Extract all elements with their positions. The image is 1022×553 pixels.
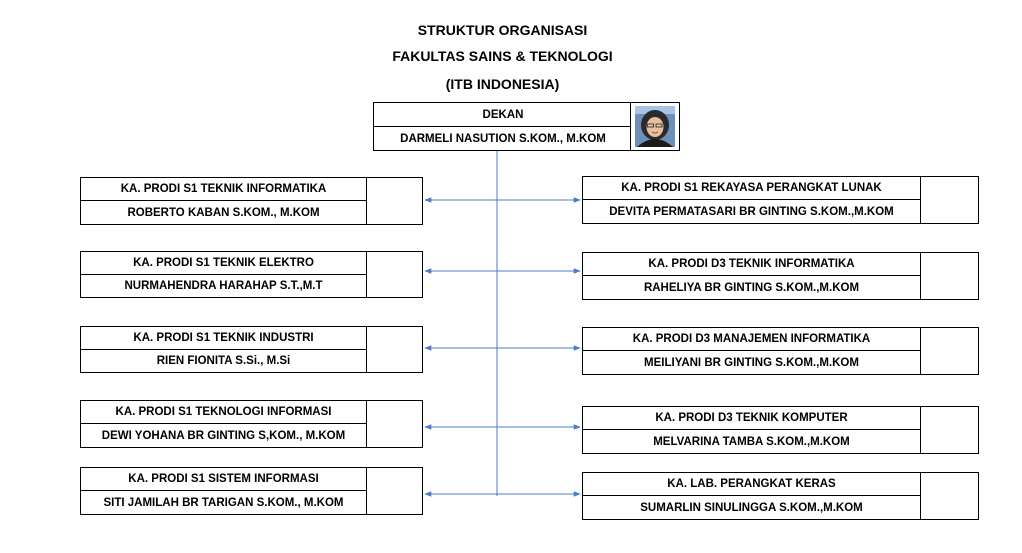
left-unit-box: KA. PRODI S1 TEKNOLOGI INFORMASI DEWI YOH… xyxy=(80,400,423,448)
unit-role: KA. PRODI S1 TEKNIK ELEKTRO xyxy=(81,252,366,275)
unit-role: KA. LAB. PERANGKAT KERAS xyxy=(583,473,920,496)
unit-empty-cell xyxy=(366,252,367,297)
faculty-title: FAKULTAS SAINS & TEKNOLOGI xyxy=(392,48,613,64)
unit-empty-cell xyxy=(366,468,367,514)
dean-portrait-photo xyxy=(631,103,679,150)
unit-empty-cell xyxy=(920,253,921,299)
chart-title: STRUKTUR ORGANISASI xyxy=(417,22,588,38)
unit-empty-cell xyxy=(920,473,921,519)
dean-role: DEKAN xyxy=(374,103,632,127)
unit-head-name: SUMARLIN SINULINGGA S.KOM.,M.KOM xyxy=(640,501,863,514)
left-unit-box: KA. PRODI S1 TEKNIK ELEKTRO NURMAHENDRA H… xyxy=(80,251,423,298)
left-unit-box: KA. PRODI S1 TEKNIK INDUSTRI RIEN FIONITA… xyxy=(80,326,423,373)
unit-head-name: RAHELIYA BR GINTING S.KOM.,M.KOM xyxy=(643,281,860,294)
unit-head-name: ROBERTO KABAN S.KOM., M.KOM xyxy=(127,206,320,219)
dean-name: DARMELI NASUTION S.KOM., M.KOM xyxy=(400,132,606,145)
unit-role: KA. PRODI D3 TEKNIK INFORMATIKA xyxy=(583,253,920,276)
left-unit-box: KA. PRODI S1 TEKNIK INFORMATIKA ROBERTO K… xyxy=(80,177,423,225)
left-unit-box: KA. PRODI S1 SISTEM INFORMASI SITI JAMILA… xyxy=(80,467,423,515)
right-unit-box: KA. PRODI D3 TEKNIK INFORMATIKA RAHELIYA … xyxy=(582,252,979,300)
right-unit-box: KA. PRODI D3 TEKNIK KOMPUTER MELVARINA TA… xyxy=(582,406,979,454)
unit-head-name: MEILIYANI BR GINTING S.KOM.,M.KOM xyxy=(644,356,859,369)
right-unit-box: KA. PRODI S1 REKAYASA PERANGKAT LUNAK DEV… xyxy=(582,176,979,224)
unit-head-name: DEWI YOHANA BR GINTING S,KOM., M.KOM xyxy=(101,429,346,442)
unit-empty-cell xyxy=(366,401,367,447)
right-unit-box: KA. PRODI D3 MANAJEMEN INFORMATIKA MEILIY… xyxy=(582,327,979,375)
unit-role: KA. PRODI S1 TEKNIK INFORMATIKA xyxy=(81,178,366,201)
unit-head-name: SITI JAMILAH BR TARIGAN S.KOM., M.KOM xyxy=(103,496,344,509)
unit-head-name: DEVITA PERMATASARI BR GINTING S.KOM.,M.K… xyxy=(609,205,894,218)
dean-photo xyxy=(630,103,679,150)
unit-role: KA. PRODI S1 REKAYASA PERANGKAT LUNAK xyxy=(583,177,920,200)
right-unit-box: KA. LAB. PERANGKAT KERAS SUMARLIN SINULIN… xyxy=(582,472,979,520)
unit-empty-cell xyxy=(366,327,367,372)
unit-role: KA. PRODI S1 SISTEM INFORMASI xyxy=(81,468,366,491)
unit-role: KA. PRODI S1 TEKNIK INDUSTRI xyxy=(81,327,366,350)
unit-head-name: MELVARINA TAMBA S.KOM.,M.KOM xyxy=(653,435,850,448)
unit-role: KA. PRODI D3 MANAJEMEN INFORMATIKA xyxy=(583,328,920,351)
unit-role: KA. PRODI D3 TEKNIK KOMPUTER xyxy=(583,407,920,430)
unit-role: KA. PRODI S1 TEKNOLOGI INFORMASI xyxy=(81,401,366,424)
unit-empty-cell xyxy=(920,177,921,223)
unit-empty-cell xyxy=(920,407,921,453)
institution-title: (ITB INDONESIA) xyxy=(445,76,560,92)
unit-head-name: RIEN FIONITA S.Si., M.Si xyxy=(156,355,291,367)
unit-empty-cell xyxy=(920,328,921,374)
unit-head-name: NURMAHENDRA HARAHAP S.T.,M.T xyxy=(124,280,323,292)
unit-empty-cell xyxy=(366,178,367,224)
dean-box: DEKAN DARMELI NASUTION S.KOM., M.KOM xyxy=(373,102,680,151)
